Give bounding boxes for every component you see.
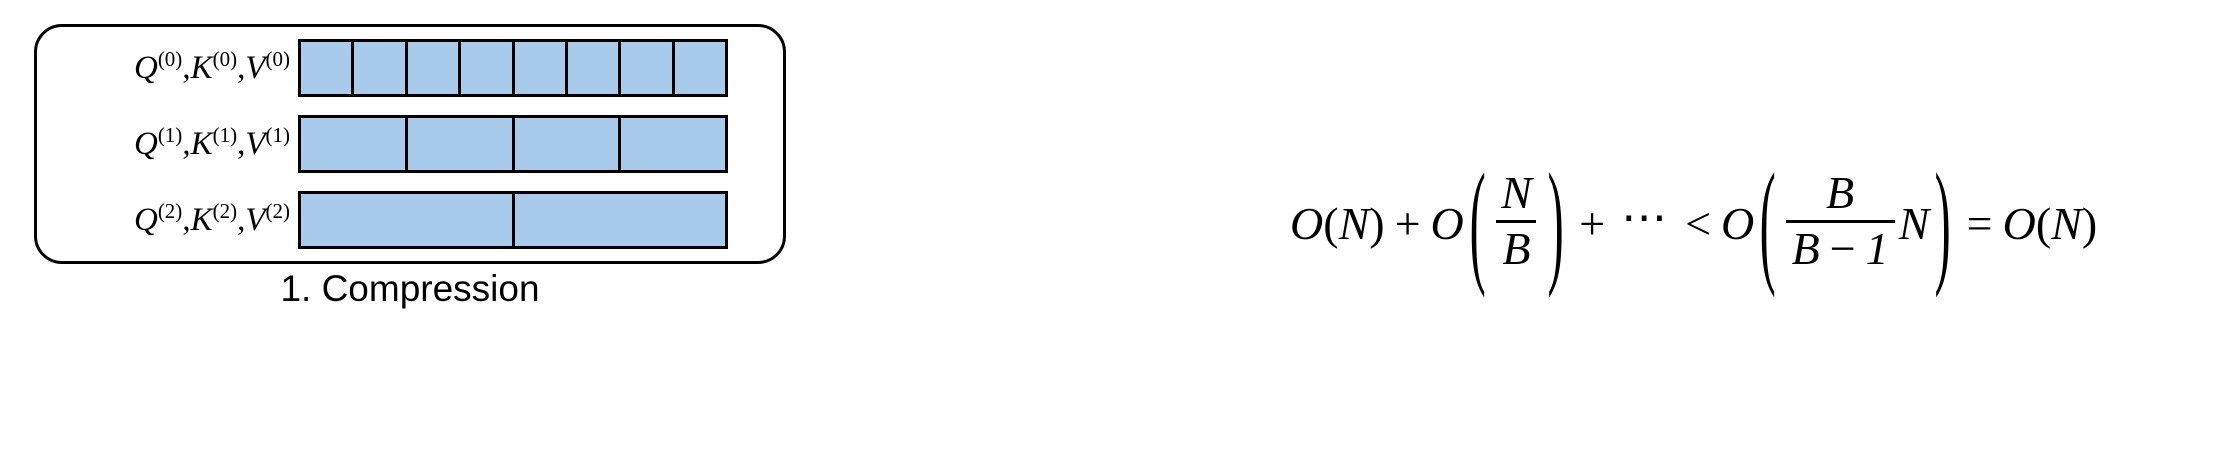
sequence-cell [621, 42, 675, 94]
formula-O-3: O [1721, 197, 1755, 249]
sequence-row-1: Q(1),K(1),V(1) [34, 115, 786, 173]
formula-O-4: O [2002, 197, 2036, 249]
formula-plus-2: + [1579, 197, 1606, 249]
compression-diagram: Q(0),K(0),V(0) Q(1),K(1),V(1) [34, 24, 786, 264]
label-k-0-superscript: (0) [212, 46, 238, 71]
formula-fraction2-den-one: 1 [1865, 222, 1889, 274]
sequence-cell [354, 42, 408, 94]
formula-ellipsis: ⋯ [1621, 192, 1670, 243]
sequence-rows: Q(0),K(0),V(0) Q(1),K(1),V(1) [34, 24, 786, 264]
label-k-1-superscript: (1) [212, 122, 238, 147]
formula-fraction2-numerator-B: B [1826, 167, 1855, 219]
formula-O-2: O [1430, 197, 1464, 249]
label-sep-1b: , [237, 125, 246, 162]
sequence-cell [567, 42, 622, 94]
sequence-cell [301, 194, 515, 246]
label-sep-2b: , [237, 201, 246, 238]
sequence-cell [514, 194, 725, 246]
formula-plus-1: + [1394, 197, 1421, 249]
label-v-1-superscript: (1) [265, 122, 291, 147]
label-k-0: K [190, 49, 213, 86]
label-q-2-superscript: (2) [157, 198, 183, 223]
sequence-row-2-label: Q(2),K(2),V(2) [34, 200, 298, 238]
formula-lparen-2: ( [2035, 197, 2052, 249]
sequence-cell [514, 118, 622, 170]
sequence-bar-0 [298, 39, 728, 97]
sequence-cell [674, 42, 725, 94]
formula-O-1: O [1290, 197, 1324, 249]
formula-lparen-1: ( [1323, 197, 1339, 249]
label-sep-1a: , [182, 125, 191, 162]
formula-fraction2-den-B: B [1791, 222, 1820, 274]
formula-rparen-1: ) [1369, 197, 1385, 249]
formula-N-1: N [1338, 197, 1370, 249]
sequence-cell [301, 42, 355, 94]
label-v-1: V [245, 125, 266, 162]
label-sep-0b: , [237, 49, 246, 86]
formula-fraction-numerator-N: N [1501, 167, 1532, 219]
label-q-2: Q [133, 201, 158, 238]
sequence-row-0-label: Q(0),K(0),V(0) [34, 48, 298, 86]
formula-big-lparen-2: ( [1759, 144, 1776, 298]
sequence-cell [407, 42, 462, 94]
label-q-0-superscript: (0) [157, 46, 183, 71]
formula-N-3: N [2051, 197, 2082, 249]
label-k-2: K [190, 201, 213, 238]
sequence-cell [621, 118, 725, 170]
label-v-2: V [245, 201, 266, 238]
formula-fraction2-denominator: B−1 [1785, 219, 1895, 274]
label-k-2-superscript: (2) [212, 198, 238, 223]
formula-big-lparen-1: ( [1469, 144, 1486, 298]
formula-rparen-2: ) [2081, 197, 2098, 249]
sequence-row-2: Q(2),K(2),V(2) [34, 191, 786, 249]
formula-equals: = [1966, 197, 1993, 249]
formula-fraction-denominator-B: B [1496, 219, 1537, 273]
sequence-row-1-label: Q(1),K(1),V(1) [34, 124, 298, 162]
formula-big-rparen-1: ) [1547, 144, 1564, 298]
sequence-cell [461, 42, 515, 94]
label-v-2-superscript: (2) [265, 198, 291, 223]
sequence-cell [514, 42, 568, 94]
sequence-cell [407, 118, 515, 170]
label-q-1-superscript: (1) [157, 122, 183, 147]
formula-minus: − [1829, 222, 1856, 274]
label-q-0: Q [133, 49, 158, 86]
compression-caption: 1. Compression [280, 268, 540, 309]
sequence-bar-2 [298, 191, 728, 249]
formula-less-than: < [1685, 197, 1712, 249]
label-sep-2a: , [182, 201, 191, 238]
sequence-cell [301, 118, 408, 170]
label-v-0-superscript: (0) [265, 46, 291, 71]
label-k-1: K [190, 125, 213, 162]
label-sep-0a: , [182, 49, 191, 86]
sequence-bar-1 [298, 115, 728, 173]
label-q-1: Q [133, 125, 158, 162]
label-v-0: V [245, 49, 266, 86]
formula-N-2: N [1898, 197, 1930, 249]
formula-big-rparen-2: ) [1934, 144, 1952, 298]
sequence-row-0: Q(0),K(0),V(0) [34, 39, 786, 97]
